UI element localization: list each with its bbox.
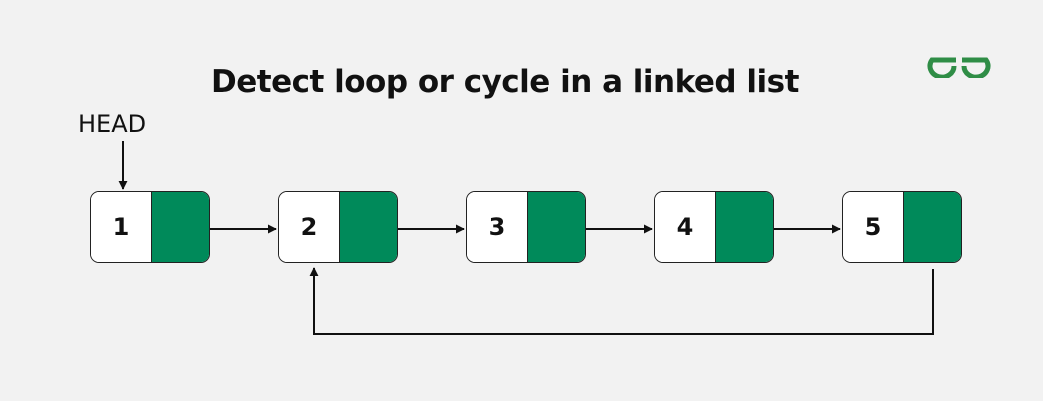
head-label: HEAD	[78, 110, 147, 138]
loop-edge-5-to-2	[309, 267, 934, 335]
node-next-pointer	[151, 192, 209, 262]
node-value: 3	[467, 192, 527, 262]
diagram-title: Detect loop or cycle in a linked list	[211, 64, 799, 100]
list-node-2: 2	[278, 191, 398, 263]
node-value: 5	[843, 192, 903, 262]
list-node-3: 3	[466, 191, 586, 263]
node-next-pointer	[903, 192, 961, 262]
list-node-4: 4	[654, 191, 774, 263]
node-next-pointer	[715, 192, 773, 262]
list-node-1: 1	[90, 191, 210, 263]
node-value: 2	[279, 192, 339, 262]
geeksforgeeks-logo-icon	[927, 57, 991, 78]
node-next-pointer	[339, 192, 397, 262]
node-next-pointer	[527, 192, 585, 262]
list-node-5: 5	[842, 191, 962, 263]
node-value: 4	[655, 192, 715, 262]
node-value: 1	[91, 192, 151, 262]
